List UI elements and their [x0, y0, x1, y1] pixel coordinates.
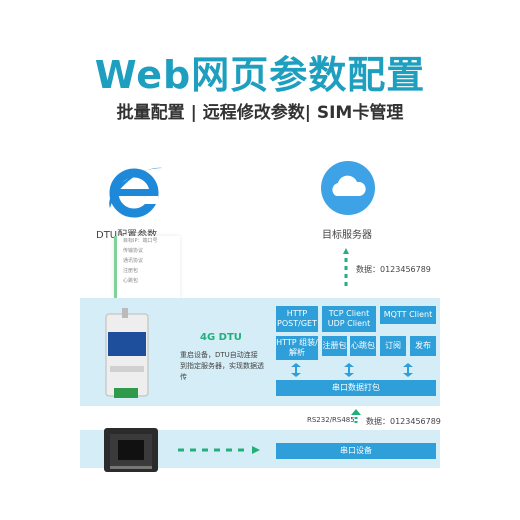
- serial-device-bar: 串口设备: [276, 443, 436, 459]
- ie-browser-icon: [109, 167, 162, 218]
- publish-box: 发布: [410, 336, 436, 356]
- dtu-device-image: [105, 308, 149, 398]
- dtu-config-label: DTU配置参数: [96, 226, 157, 241]
- page-subtitle: 批量配置 | 远程修改参数| SIM卡管理: [116, 103, 404, 123]
- config-row: 通讯协议: [123, 258, 144, 264]
- up-arrow-icon: [351, 409, 361, 423]
- heartbeat-box: 心跳包: [350, 336, 376, 356]
- dtu-title: 4G DTU: [200, 332, 242, 343]
- serial-data-label: 数据：0123456789: [366, 417, 441, 426]
- server-data-label: 数据：0123456789: [356, 265, 431, 274]
- double-arrow-icon: [344, 363, 354, 377]
- http-parse-box: HTTP 组装/解析: [276, 336, 318, 360]
- double-arrow-icon: [291, 363, 301, 377]
- config-row: 注册包: [123, 268, 139, 274]
- rs232-rs485-label: RS232/RS485: [307, 416, 355, 424]
- tcp-udp-box: TCP Client UDP Client: [322, 306, 376, 332]
- config-row: 心跳包: [123, 278, 139, 284]
- double-arrow-icon: [403, 363, 413, 377]
- serial-pack-bar: 串口数据打包: [276, 380, 436, 396]
- cloud-icon: [321, 161, 375, 215]
- target-server-label: 目标服务器: [322, 230, 372, 241]
- mqtt-box: MQTT Client: [380, 306, 436, 324]
- config-row: 目标IP：端口号: [123, 238, 158, 244]
- register-box: 注册包: [322, 336, 347, 356]
- config-row: 传输协议: [123, 248, 144, 254]
- http-post-box: HTTP POST/GET: [276, 306, 318, 332]
- subscribe-box: 订阅: [380, 336, 406, 356]
- config-panel: 目标IP：端口号 传输协议 通讯协议 注册包 心跳包: [114, 236, 180, 298]
- data-flow-arrow-icon: [178, 446, 260, 454]
- upload-arrow-icon: [343, 248, 349, 286]
- page-title: Web网页参数配置: [94, 53, 426, 97]
- serial-device-image: [104, 428, 158, 472]
- dtu-description: 重启设备，DTU自动连接到指定服务器，实现数据透传: [180, 351, 264, 381]
